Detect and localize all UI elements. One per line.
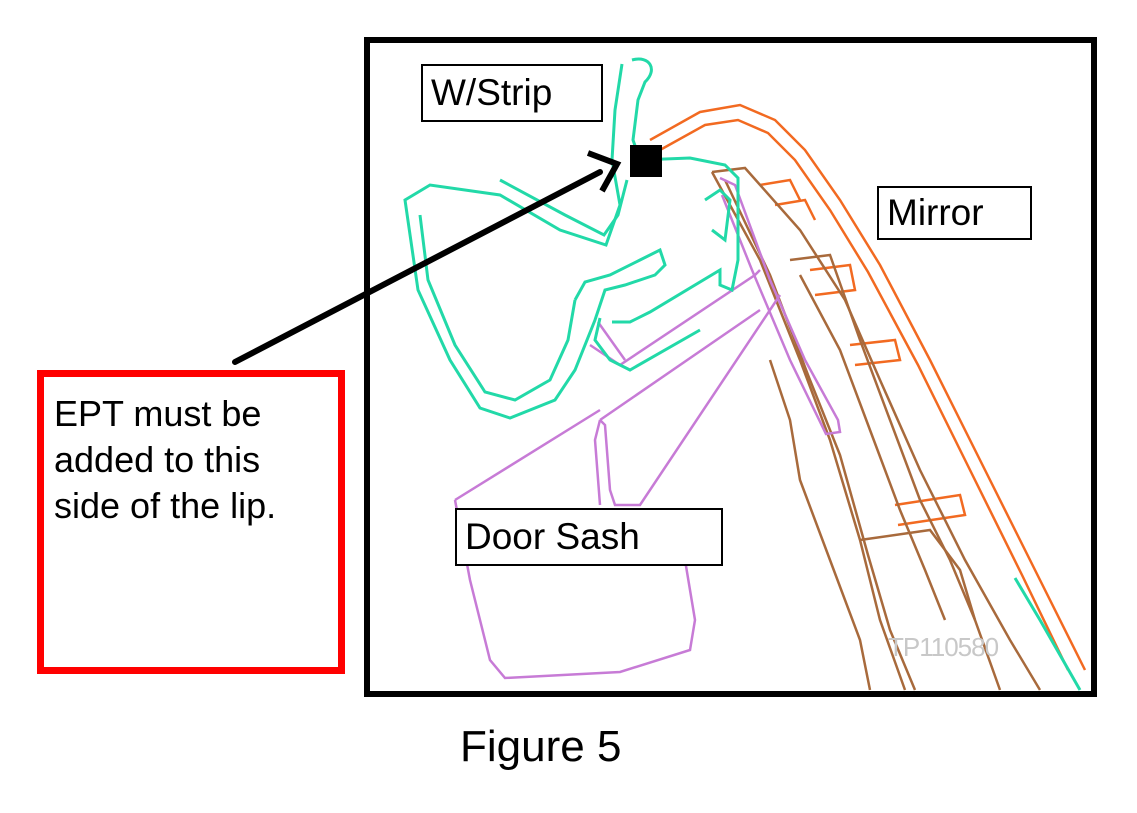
door-sash-outline <box>453 176 842 680</box>
label-door-sash-text: Door Sash <box>465 516 640 557</box>
label-wstrip-text: W/Strip <box>431 72 553 113</box>
ept-location-marker <box>630 145 662 177</box>
ept-note-text: EPT must be added to this side of the li… <box>54 393 277 526</box>
pointer-arrow <box>232 150 622 365</box>
label-mirror: Mirror <box>877 186 1032 240</box>
diagram-frame <box>364 37 1097 697</box>
mirror-outline <box>649 103 1087 671</box>
label-wstrip: W/Strip <box>421 64 603 122</box>
label-mirror-text: Mirror <box>887 192 984 233</box>
figure-caption: Figure 5 <box>460 722 622 771</box>
diagram-watermark: TP110580 <box>888 632 999 662</box>
sash-frame-outline <box>710 166 1042 691</box>
label-door-sash: Door Sash <box>455 508 723 566</box>
weatherstrip-outline <box>403 57 1082 691</box>
ept-note-box: EPT must be added to this side of the li… <box>37 370 345 674</box>
